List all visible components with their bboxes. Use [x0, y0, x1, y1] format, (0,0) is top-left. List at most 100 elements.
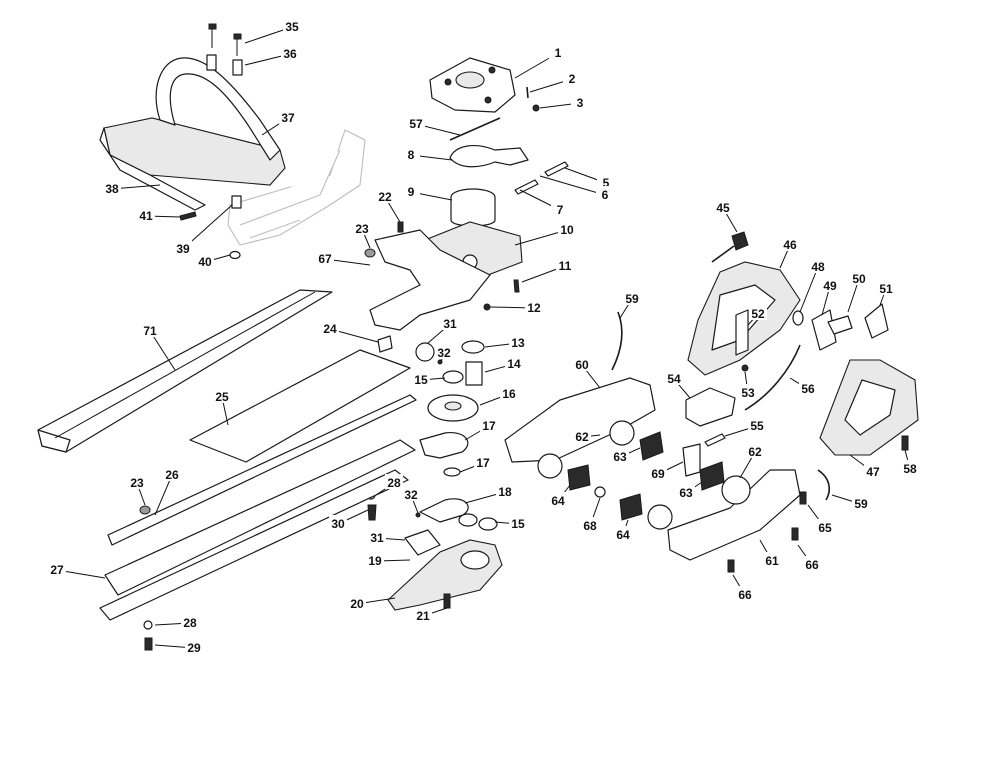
label-background-51	[877, 280, 895, 295]
screw-3	[532, 104, 540, 112]
label-background-50	[850, 270, 868, 285]
screw-12	[483, 303, 491, 311]
part-label-25: 25	[215, 390, 229, 404]
part-label-21: 21	[416, 609, 430, 623]
label-background-45	[714, 199, 732, 214]
label-background-56	[799, 380, 817, 395]
label-background-2	[563, 70, 581, 85]
label-background-47	[864, 463, 882, 478]
screw-21	[443, 593, 451, 609]
label-background-22	[376, 188, 394, 203]
screw-35b-head	[233, 33, 242, 40]
crank-17-top	[419, 431, 469, 459]
part-label-68: 68	[583, 519, 597, 533]
label-background-61	[763, 552, 781, 567]
blade-27-lower	[99, 469, 409, 621]
spring-5	[544, 161, 569, 177]
part-label-37: 37	[281, 111, 295, 125]
screw-66-b	[727, 559, 735, 573]
blade-27	[104, 439, 416, 596]
part-label-31: 31	[370, 531, 384, 545]
label-background-49	[821, 277, 839, 292]
label-background-63	[611, 448, 629, 463]
damper-62-low	[647, 504, 673, 530]
part-label-2: 2	[569, 72, 576, 86]
label-background-31	[368, 529, 386, 544]
damper-62-left	[609, 420, 635, 446]
handle-bracket-ghost-inner	[239, 149, 341, 239]
part-label-15: 15	[414, 373, 428, 387]
label-background-37	[279, 109, 297, 124]
label-background-62	[573, 428, 591, 443]
part-label-63: 63	[613, 450, 627, 464]
part-label-62: 62	[748, 445, 762, 459]
label-background-69	[649, 465, 667, 480]
switch-51	[864, 303, 889, 339]
label-background-36	[281, 45, 299, 60]
bearing-15-bottom-b	[478, 517, 498, 531]
bracket-52	[735, 309, 749, 356]
screw-11	[513, 279, 520, 293]
brake-band-8	[449, 144, 529, 168]
part-label-18: 18	[498, 485, 512, 499]
label-background-65	[816, 519, 834, 534]
label-background-32	[402, 486, 420, 501]
cover-bolt-a	[444, 78, 452, 86]
rear-handle-assembly	[504, 231, 919, 573]
blade-guard-71-lower	[37, 429, 71, 453]
leader-line-6	[539, 175, 606, 196]
screw-65	[799, 491, 807, 505]
part-label-38: 38	[105, 182, 119, 196]
leader-line-71	[149, 330, 176, 371]
label-background-25	[213, 388, 231, 403]
label-background-57	[407, 115, 425, 130]
part-label-24: 24	[323, 322, 337, 336]
label-background-67	[316, 250, 334, 265]
label-background-11	[556, 257, 574, 272]
drum-9-body	[450, 197, 496, 227]
pin-32-bottom	[415, 512, 421, 518]
bearing-15-top	[442, 370, 464, 384]
part-label-60: 60	[575, 358, 589, 372]
label-background-46	[781, 236, 799, 251]
label-background-66	[803, 556, 821, 571]
part-label-26: 26	[165, 468, 179, 482]
part-label-39: 39	[176, 242, 190, 256]
cover-bolt-c	[484, 96, 492, 104]
rear-handle-47-inner	[844, 379, 896, 436]
label-background-68	[581, 517, 599, 532]
nut-39	[229, 250, 241, 260]
label-background-13	[509, 334, 527, 349]
spring-64-b	[619, 493, 643, 521]
screw-30	[367, 504, 377, 521]
bearing-13	[461, 340, 485, 354]
screw-22	[397, 221, 404, 233]
washer-31	[415, 342, 435, 362]
clip-59-right	[817, 469, 831, 501]
clip-24	[377, 335, 393, 353]
label-background-8	[402, 146, 420, 161]
spring-63-b	[699, 461, 725, 491]
pinion-14	[465, 361, 483, 386]
part-label-48: 48	[811, 260, 825, 274]
spring-63-a	[639, 431, 664, 461]
part-label-31: 31	[443, 317, 457, 331]
cable-57	[449, 117, 501, 141]
label-background-30	[329, 515, 347, 530]
part-label-17: 17	[482, 419, 496, 433]
label-background-29	[185, 639, 203, 654]
ring-48	[792, 310, 804, 326]
blade-assembly	[37, 289, 417, 651]
part-label-35: 35	[285, 20, 299, 34]
part-label-50: 50	[852, 272, 866, 286]
leader-line-26	[154, 474, 173, 516]
screw-58	[901, 435, 909, 451]
part-label-27: 27	[50, 563, 64, 577]
handguard-lower-edge	[99, 127, 206, 211]
label-background-63	[677, 484, 695, 499]
damper-62-right	[721, 475, 751, 505]
label-background-66	[736, 586, 754, 601]
spring-55	[704, 433, 726, 447]
part-label-69: 69	[651, 467, 665, 481]
plate-31-bottom	[404, 529, 441, 556]
